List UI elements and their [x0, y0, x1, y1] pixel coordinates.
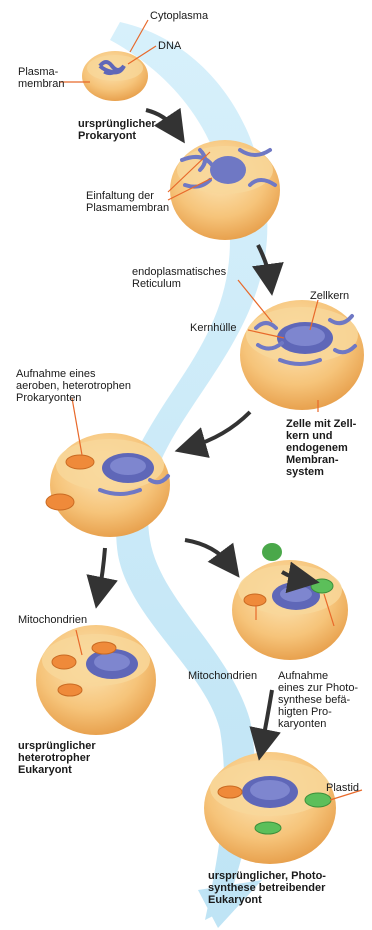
- label-aufnahme-aerob: Aufnahme eines aeroben, heterotrophen Pr…: [16, 368, 131, 404]
- label-mitochondrien-left: Mitochondrien: [18, 614, 87, 626]
- label-kernhuelle: Kernhülle: [190, 322, 236, 334]
- label-zelle-mit-zellkern: Zelle mit Zell- kern und endogenem Membr…: [286, 418, 356, 478]
- photosynthetic-uptake-cell: [232, 543, 348, 660]
- aerobic-uptake-cell: [46, 433, 170, 537]
- label-einfaltung: Einfaltung der Plasmamembran: [86, 190, 169, 214]
- label-plastid: Plastid: [326, 782, 359, 794]
- label-heterotropher: ursprünglicher heterotropher Eukaryont: [18, 740, 96, 776]
- label-cytoplasma: Cytoplasma: [150, 10, 208, 22]
- label-prokaryont: ursprünglicher Prokaryont: [78, 118, 156, 142]
- label-plasmamembran: Plasma- membran: [18, 66, 64, 90]
- photosynthetic-eukaryote-cell: [204, 752, 336, 864]
- infolding-cell: [170, 140, 280, 240]
- label-mitochondrien-right: Mitochondrien: [188, 670, 257, 682]
- label-photo-eukaryont: ursprünglicher, Photo- synthese betreibe…: [208, 870, 326, 906]
- label-er: endoplasmatisches Reticulum: [132, 266, 226, 290]
- nucleated-cell: [240, 300, 364, 410]
- heterotrophic-eukaryote-cell: [36, 625, 156, 735]
- label-zellkern: Zellkern: [310, 290, 349, 302]
- prokaryote-cell: [82, 51, 148, 101]
- label-dna: DNA: [158, 40, 181, 52]
- label-aufnahme-photo: Aufnahme eines zur Photo- synthese befä-…: [278, 670, 358, 730]
